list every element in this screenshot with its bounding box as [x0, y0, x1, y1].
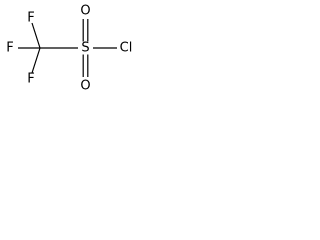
bond-c-f-top: [31, 22, 41, 49]
atom-f-bottom: F: [27, 72, 34, 87]
atom-f-left: F: [6, 41, 13, 56]
atom-o-bottom: O: [80, 79, 90, 94]
atom-f-top: F: [27, 11, 34, 26]
atom-o-top: O: [80, 4, 90, 19]
atom-cl: Cl: [120, 41, 133, 56]
structure-diagram: F F F S O O Cl: [6, 4, 133, 94]
bond-c-f-bottom: [31, 47, 41, 74]
atom-s: S: [81, 41, 89, 56]
